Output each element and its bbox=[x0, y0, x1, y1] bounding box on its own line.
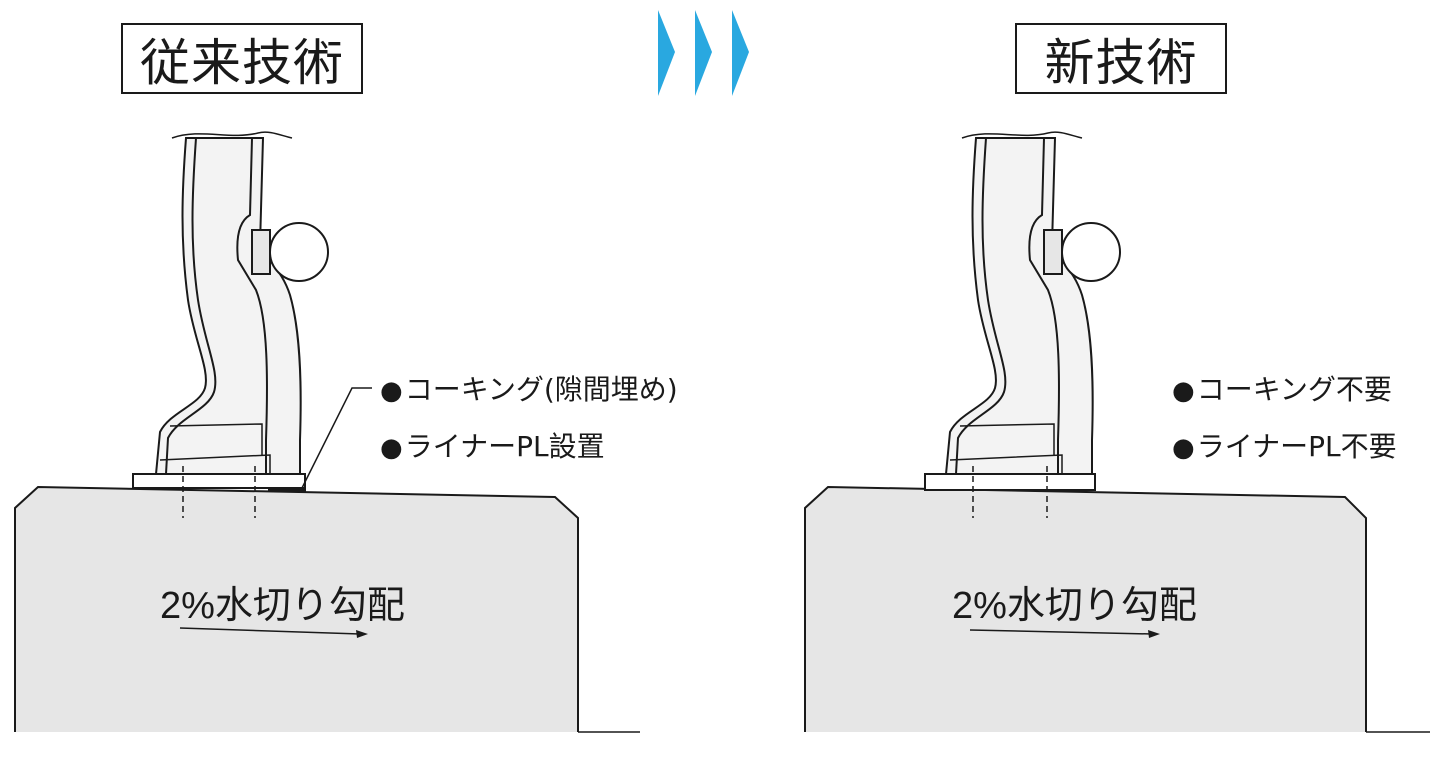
right-note-liner: ●ライナーPL不要 bbox=[1172, 425, 1397, 465]
right-diagram bbox=[804, 131, 1430, 733]
bullet-icon: ● bbox=[380, 376, 403, 406]
right-base-plate bbox=[924, 473, 1096, 491]
right-concrete-base bbox=[804, 485, 1367, 732]
left-slope-label: 2%水切り勾配 bbox=[160, 585, 405, 627]
left-liner-plate bbox=[268, 487, 306, 492]
right-railing-post bbox=[944, 131, 1121, 475]
conventional-technology-title: 従来技術 bbox=[121, 23, 363, 94]
new-technology-title: 新技術 bbox=[1015, 23, 1227, 94]
right-slope-label: 2%水切り勾配 bbox=[952, 585, 1197, 627]
right-note-caulking: ●コーキング不要 bbox=[1172, 368, 1392, 408]
left-slope-arrowhead-icon bbox=[356, 630, 368, 638]
left-note-liner-text: ライナーPL設置 bbox=[404, 430, 605, 463]
bullet-icon: ● bbox=[380, 433, 403, 463]
left-note-caulking-text: コーキング(隙間埋め) bbox=[404, 373, 678, 406]
right-note-caulking-text: コーキング不要 bbox=[1196, 373, 1392, 406]
left-diagram bbox=[14, 131, 640, 733]
left-leader-line bbox=[301, 387, 372, 489]
left-railing-post bbox=[154, 131, 329, 475]
bullet-icon: ● bbox=[1172, 376, 1195, 406]
left-note-liner: ●ライナーPL設置 bbox=[380, 425, 605, 465]
left-note-caulking: ●コーキング(隙間埋め) bbox=[380, 368, 678, 408]
left-base-plate bbox=[132, 473, 306, 489]
right-note-liner-text: ライナーPL不要 bbox=[1196, 430, 1397, 463]
right-slope-arrowhead-icon bbox=[1148, 630, 1160, 638]
transition-arrows-icon bbox=[658, 10, 749, 96]
bullet-icon: ● bbox=[1172, 433, 1195, 463]
